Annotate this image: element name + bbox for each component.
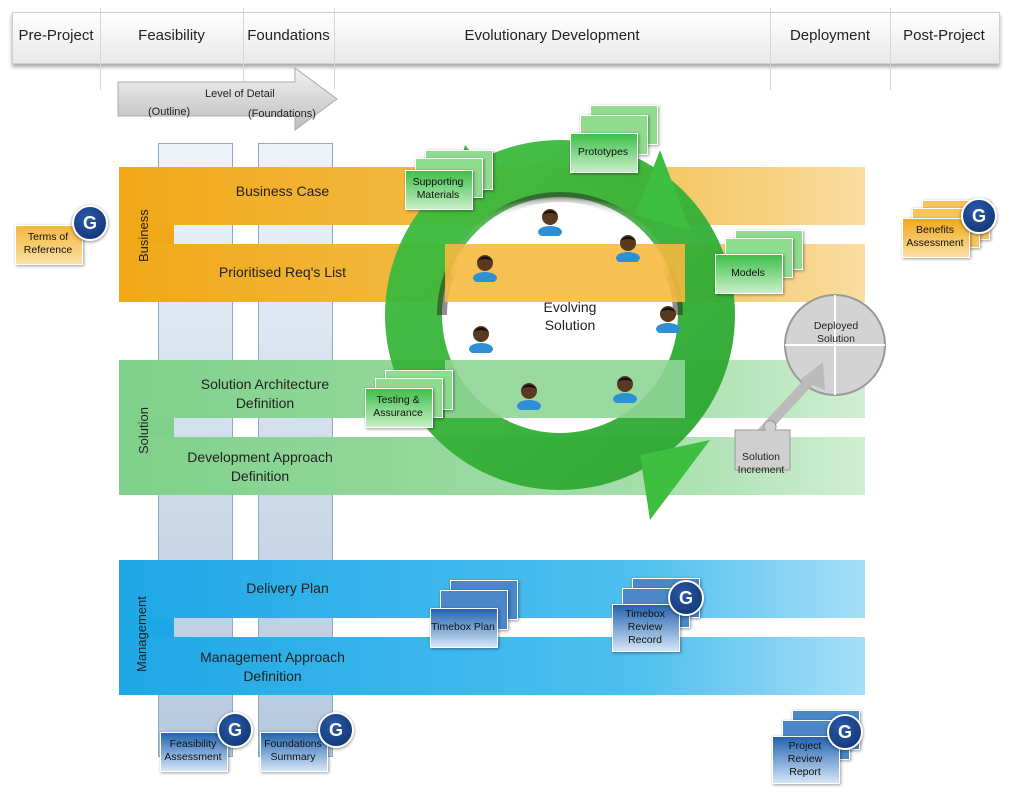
phase-post-project: Post-Project	[903, 27, 985, 44]
phase-deployment: Deployment	[789, 27, 871, 44]
benefits-assessment-label: Benefits Assessment	[906, 224, 964, 249]
solution-band-joiner	[119, 418, 174, 437]
models-label: Models	[731, 266, 765, 279]
terms-of-reference-doc[interactable]: Terms of Reference	[15, 225, 85, 269]
team-member-icon	[472, 252, 498, 282]
solution-architecture-label: Solution Architecture Definition	[200, 376, 330, 411]
solution-increment-label: Solution Increment	[737, 451, 785, 476]
supporting-materials-doc[interactable]: Supporting Materials	[405, 150, 493, 210]
phase-foundations: Foundations	[247, 27, 330, 44]
level-of-detail-foundations: (Foundations)	[248, 108, 316, 120]
timebox-plan-label: Timebox Plan	[431, 620, 495, 633]
testing-assurance-label: Testing & Assurance	[373, 394, 423, 419]
prototypes-doc[interactable]: Prototypes	[570, 105, 658, 173]
management-approach-label: Management Approach Definition	[200, 649, 345, 684]
models-doc[interactable]: Models	[715, 230, 803, 294]
level-of-detail-title: Level of Detail	[205, 88, 275, 100]
phase-header-bar	[12, 12, 1000, 64]
team-member-icon	[468, 323, 494, 353]
prioritised-reqs-label: Prioritised Req's List	[218, 264, 347, 280]
level-of-detail-outline: (Outline)	[148, 106, 191, 118]
foundations-summary-label: Foundations Summary	[264, 738, 322, 763]
business-case-label: Business Case	[235, 183, 330, 199]
testing-assurance-doc[interactable]: Testing & Assurance	[365, 370, 453, 428]
gate-badge: G	[827, 714, 863, 750]
supporting-materials-label: Supporting Materials	[412, 176, 464, 201]
team-member-icon	[615, 232, 641, 262]
team-member-icon	[537, 206, 563, 236]
phase-feasibility: Feasibility	[138, 27, 205, 44]
gate-badge: G	[318, 712, 354, 748]
management-band-joiner	[119, 618, 174, 637]
feasibility-assessment-doc[interactable]: Feasibility Assessment	[160, 732, 230, 776]
phase-divider	[890, 8, 891, 90]
gate-badge: G	[668, 580, 704, 616]
level-of-detail-arrow	[117, 67, 338, 131]
team-member-icon	[612, 373, 638, 403]
phase-divider	[334, 8, 335, 90]
phase-divider	[770, 8, 771, 90]
management-band-label: Management	[134, 596, 149, 672]
gate-badge: G	[961, 198, 997, 234]
prototypes-label: Prototypes	[577, 145, 629, 158]
team-member-icon	[655, 303, 681, 333]
solution-band-label: Solution	[136, 407, 151, 454]
team-member-icon	[516, 380, 542, 410]
deployment-puzzle	[734, 294, 886, 471]
timebox-plan-doc[interactable]: Timebox Plan	[430, 580, 518, 648]
gate-badge: G	[217, 712, 253, 748]
phase-divider	[100, 8, 101, 90]
gate-badge: G	[72, 205, 108, 241]
phase-divider	[243, 8, 244, 90]
project-review-report-doc[interactable]: Project Review Report	[772, 710, 860, 784]
feasibility-assessment-label: Feasibility Assessment	[164, 738, 222, 763]
solution-architecture-row-inner	[445, 360, 685, 418]
evolving-solution-label: Evolving Solution	[543, 299, 597, 333]
development-approach-label: Development Approach Definition	[187, 449, 333, 484]
project-review-report-label: Project Review Report	[787, 739, 823, 778]
business-band-joiner	[119, 225, 174, 244]
terms-of-reference-label: Terms of Reference	[23, 231, 73, 256]
business-band-label: Business	[136, 209, 151, 262]
deployed-solution-label: Deployed Solution	[813, 320, 859, 345]
timebox-review-record-label: Timebox Review Record	[625, 607, 665, 646]
phase-evolutionary-development: Evolutionary Development	[464, 27, 640, 44]
foundations-summary-doc[interactable]: Foundations Summary	[260, 732, 330, 776]
phase-pre-project: Pre-Project	[18, 27, 94, 44]
delivery-plan-label: Delivery Plan	[246, 580, 329, 596]
